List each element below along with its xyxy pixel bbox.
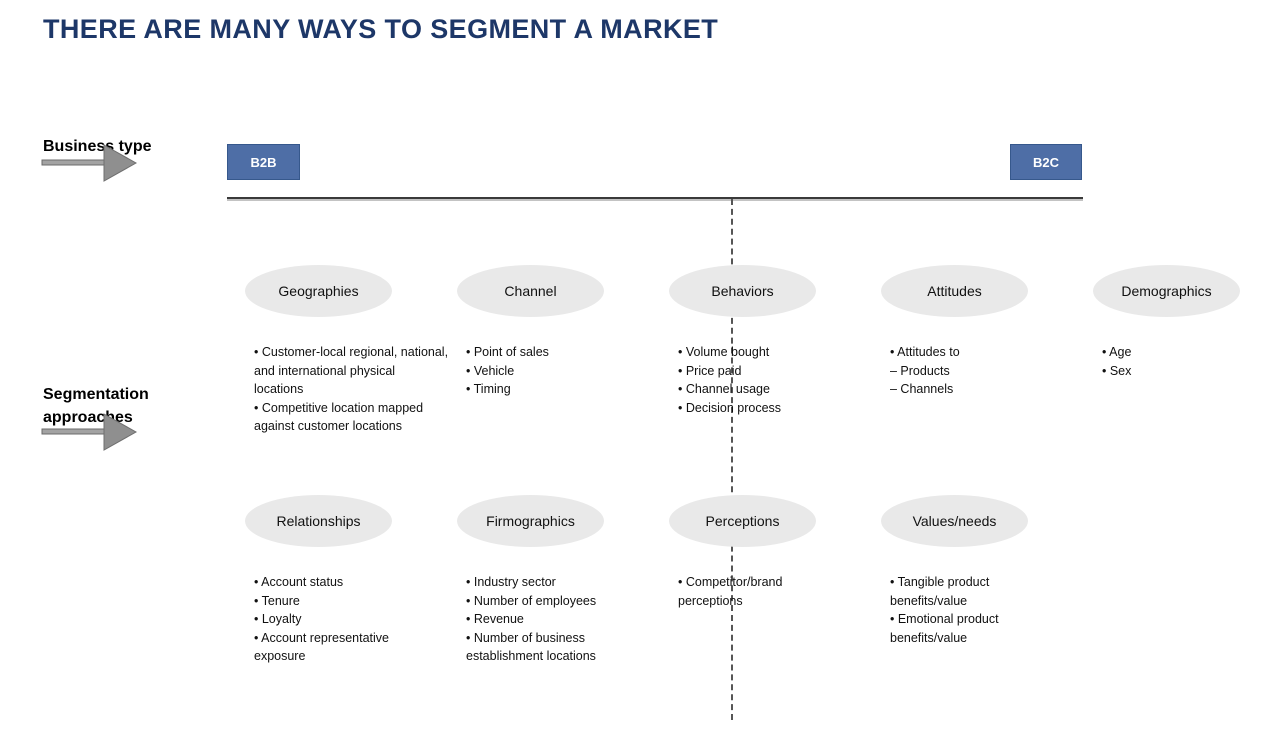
bullet-line: locations: [254, 382, 304, 396]
bullet-line: • Number of employees: [466, 593, 597, 608]
bullet-line: • Industry sector: [466, 575, 556, 589]
bullet-list: • Customer-local regional, national, and …: [254, 343, 456, 436]
right-arrow-icon: [41, 413, 138, 451]
column-firmographics: Firmographics • Industry sector • Number …: [457, 495, 669, 666]
bullet-list: • Tangible product benefits/value • Emotio…: [890, 573, 1092, 647]
bullet-line: • Tangible product: [890, 575, 990, 589]
bullet-line: against customer locations: [254, 419, 402, 433]
bullet-list: • Account status • Tenure • Loyalty • Accou…: [254, 573, 456, 666]
column-relationships: Relationships • Account status• Tenure• …: [245, 495, 457, 666]
column-channel: Channel • Point of sales • Vehicle • Timin…: [457, 265, 669, 399]
ellipse-values-needs: Values/needs: [881, 495, 1028, 547]
bullet-line: • Loyalty: [254, 612, 302, 626]
bullet-line: • Vehicle: [466, 363, 515, 378]
bullet-list: • Age • Sex: [1102, 343, 1280, 380]
bullet-line: exposure: [254, 649, 306, 663]
ellipse-label: Demographics: [1121, 283, 1212, 299]
bullet-line: – Products: [890, 363, 950, 378]
column-perceptions: Perceptions • Competitor/brand perception…: [669, 495, 881, 610]
bullet-line: • Competitive location mapped: [254, 400, 424, 415]
bullet-line: • Attitudes to: [890, 345, 960, 359]
bullet-line: • Customer-local regional, national,: [254, 345, 449, 359]
ellipse-label: Relationships: [276, 513, 361, 529]
ellipse-perceptions: Perceptions: [669, 495, 816, 547]
ellipse-label: Values/needs: [912, 513, 997, 529]
bullet-line: • Sex: [1102, 363, 1132, 378]
b2c-box: B2C: [1010, 144, 1082, 180]
bullet-line: • Channel usage: [678, 382, 770, 396]
ellipse-label: Behaviors: [711, 283, 774, 299]
b2b-box: B2B: [227, 144, 300, 180]
bullet-line: establishment locations: [466, 649, 596, 663]
ellipse-label: Geographies: [278, 283, 359, 299]
bullet-line: • Timing: [466, 382, 511, 396]
b2b-b2c-divider-dashed-line: [731, 199, 733, 720]
bullet-line: • Price paid: [678, 363, 742, 378]
bullet-line: • Age: [1102, 345, 1132, 359]
bullet-line: • Revenue: [466, 612, 524, 626]
ellipse-attitudes: Attitudes: [881, 265, 1028, 317]
bullet-line: • Tenure: [254, 593, 300, 608]
ellipse-label: Attitudes: [927, 283, 982, 299]
bullet-list: • Industry sector • Number of employees • …: [466, 573, 668, 666]
column-geographies: Geographies • Customer-local regional, n…: [245, 265, 457, 436]
bullet-line: • Number of business: [466, 630, 586, 645]
bullet-line: • Account representative: [254, 630, 390, 645]
bullet-line: • Emotional product: [890, 612, 999, 626]
column-values-needs: Values/needs • Tangible product benefits/…: [881, 495, 1093, 647]
bullet-list: • Attitudes to – Products – Channels: [890, 343, 1092, 399]
right-arrow-icon: [41, 144, 138, 182]
page-title: THERE ARE MANY WAYS TO SEGMENT A MARKET: [43, 14, 719, 44]
bullet-list: • Competitor/brand perceptions: [678, 573, 880, 610]
ellipse-label: Channel: [504, 283, 557, 299]
ellipse-demographics: Demographics: [1093, 265, 1240, 317]
bullet-list: • Volume bought • Price paid • Channel usa…: [678, 343, 880, 417]
ellipse-geographies: Geographies: [245, 265, 392, 317]
bullet-line: and international physical: [254, 363, 396, 378]
bullet-list: • Point of sales • Vehicle • Timing: [466, 343, 668, 399]
bullet-line: benefits/value: [890, 630, 968, 645]
bullet-line: – Channels: [890, 382, 954, 396]
bullet-line: perceptions: [678, 593, 743, 608]
ellipse-behaviors: Behaviors: [669, 265, 816, 317]
bullet-line: • Volume bought: [678, 345, 770, 359]
ellipse-label: Perceptions: [705, 513, 780, 529]
bullet-line: • Account status: [254, 575, 344, 589]
ellipse-firmographics: Firmographics: [457, 495, 604, 547]
column-demographics: Demographics • Age • Sex: [1093, 265, 1280, 380]
column-behaviors: Behaviors • Volume bought • Price paid • C…: [669, 265, 881, 417]
axis-line: [227, 197, 1083, 199]
bullet-line: • Competitor/brand: [678, 575, 783, 589]
bullet-line: benefits/value: [890, 593, 968, 608]
bullet-line: • Decision process: [678, 400, 782, 415]
ellipse-relationships: Relationships: [245, 495, 392, 547]
column-attitudes: Attitudes • Attitudes to – Products – Chan…: [881, 265, 1093, 399]
ellipse-label: Firmographics: [486, 513, 575, 529]
business-type-label: Business type: [43, 138, 152, 155]
ellipse-channel: Channel: [457, 265, 604, 317]
bullet-line: • Point of sales: [466, 345, 549, 359]
